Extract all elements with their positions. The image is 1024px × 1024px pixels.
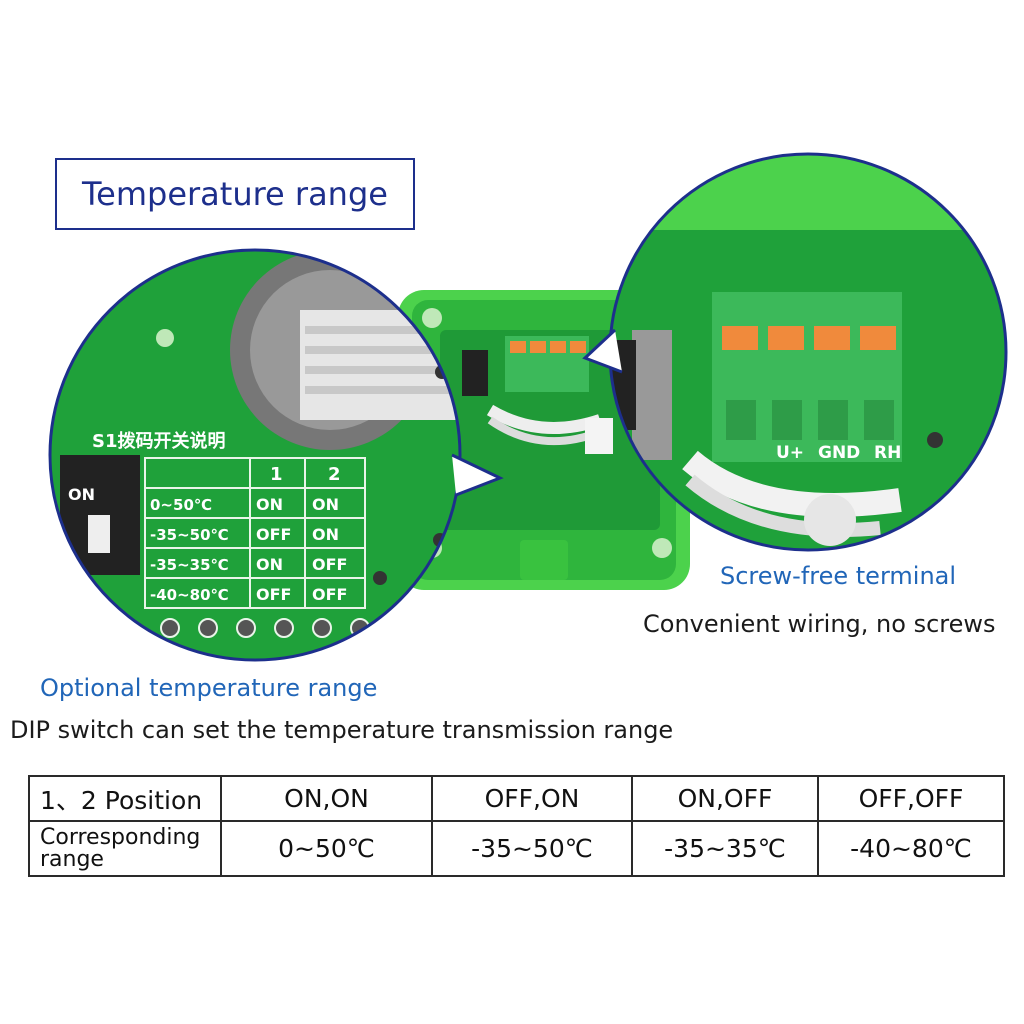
dip-col-2: 2 — [328, 464, 341, 485]
caption-convenient: Convenient wiring, no screws — [643, 610, 996, 638]
dip-header-text: S1拨码开关说明 — [92, 430, 226, 452]
dip-row-s1: OFF — [256, 525, 291, 544]
dip-row-s2: ON — [312, 495, 339, 514]
table-row: Corresponding range 0~50℃ -35~50℃ -35~35… — [28, 820, 1005, 877]
caption-dip: DIP switch can set the temperature trans… — [10, 716, 674, 744]
terminal-label-gnd: GND — [818, 443, 860, 463]
dip-row-range: -40~80℃ — [150, 586, 229, 604]
dip-row-s1: ON — [256, 495, 283, 514]
terminal-label-uplus: U+ — [776, 443, 804, 463]
table-cell: ON,ON — [220, 774, 433, 823]
terminal-label-rh: RH — [874, 443, 901, 463]
dip-row-s1: OFF — [256, 585, 291, 604]
dip-row-s2: OFF — [312, 555, 347, 574]
terminal-zoom: U+ GND RH — [582, 152, 1008, 552]
page-title: Temperature range — [82, 175, 388, 213]
table-cell: 0~50℃ — [220, 820, 433, 877]
caption-optional: Optional temperature range — [40, 674, 378, 702]
table-cell: -35~35℃ — [631, 820, 819, 877]
table-cell: ON,OFF — [631, 774, 819, 823]
table-row: 1、2 Position ON,ON OFF,ON ON,OFF OFF,OFF — [28, 774, 1005, 823]
row-label-range: Corresponding range — [28, 820, 222, 877]
dip-row-range: -35~35℃ — [150, 556, 229, 574]
table-cell: OFF,OFF — [817, 774, 1005, 823]
dip-col-1: 1 — [270, 464, 283, 485]
table-cell: OFF,ON — [431, 774, 633, 823]
dip-row-range: 0~50℃ — [150, 496, 212, 514]
row-label-range-line2: range — [40, 846, 104, 872]
table-cell: -40~80℃ — [817, 820, 1005, 877]
range-table: 1、2 Position ON,ON OFF,ON ON,OFF OFF,OFF… — [28, 774, 1005, 877]
dip-row-range: -35~50℃ — [150, 526, 229, 544]
dip-row-s1: ON — [256, 555, 283, 574]
dip-on-label: ON — [68, 485, 95, 504]
row-label-range-line1: Corresponding — [40, 824, 201, 850]
title-box: Temperature range — [55, 158, 415, 230]
dip-row-s2: OFF — [312, 585, 347, 604]
row-label-position: 1、2 Position — [28, 774, 222, 823]
caption-screw-free: Screw-free terminal — [720, 562, 957, 590]
dip-row-s2: ON — [312, 525, 339, 544]
table-cell: -35~50℃ — [431, 820, 633, 877]
